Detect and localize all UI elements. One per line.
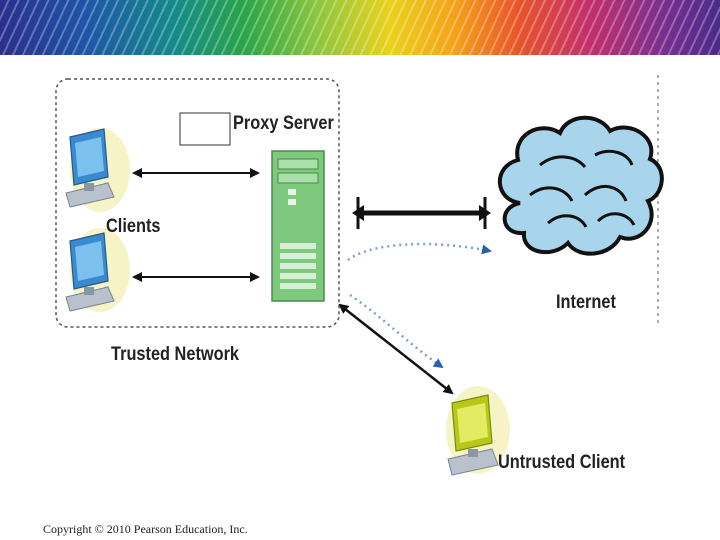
diagram-canvas [55, 75, 664, 476]
banner-stripes [0, 0, 720, 55]
client-computer-icon [65, 128, 130, 212]
proxy-untrusted-arrow [338, 303, 454, 395]
trusted-network-label: Trusted Network [111, 344, 240, 365]
proxy-server-icon [271, 150, 325, 302]
decorative-banner [0, 0, 720, 55]
clients-label: Clients [106, 216, 161, 237]
proxy-server-diagram: Proxy Server Clients Internet Trusted Ne… [0, 55, 720, 495]
internet-label: Internet [556, 292, 616, 313]
client-computer-icon [65, 228, 130, 312]
proxy-label-box [179, 112, 231, 146]
trusted-network-boundary [55, 78, 340, 328]
dotted-arrow-to-internet [347, 242, 492, 262]
untrusted-client-computer-icon [446, 386, 510, 476]
untrusted-client-label: Untrusted Client [498, 452, 626, 473]
dotted-arrow-to-untrusted [349, 293, 444, 369]
copyright-footer: Copyright © 2010 Pearson Education, Inc. [43, 522, 248, 536]
internet-cloud-icon [497, 115, 664, 256]
proxy-internet-arrow [352, 197, 491, 229]
proxy-server-label: Proxy Server [233, 113, 334, 134]
